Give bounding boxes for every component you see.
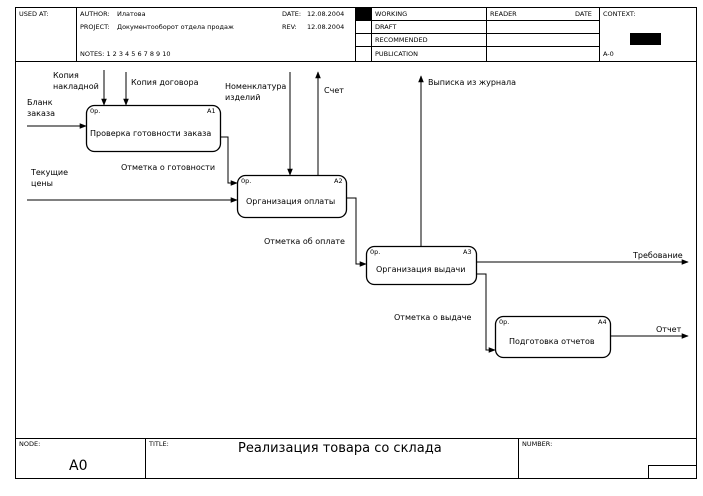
label-kopiya-nakladnoy: Копия накладной [53, 71, 99, 91]
label-otchet: Отчет [656, 325, 682, 334]
author-value: Илатова [117, 10, 146, 18]
context-label: CONTEXT: [603, 10, 636, 18]
box-a1-number: A1 [207, 107, 216, 115]
date-label: DATE: [282, 10, 302, 18]
label-otmetka-gotovnosti: Отметка о готовности [121, 163, 216, 172]
notes: NOTES: 1 2 3 4 5 6 7 8 9 10 [80, 50, 171, 58]
box-a2-number: A2 [334, 177, 343, 185]
box-a3-name: Организация выдачи [376, 265, 466, 274]
label-trebovanie: Требование [633, 251, 683, 260]
reader-label: READER [490, 10, 517, 18]
box-a4-cost: 0р. [499, 318, 510, 326]
box-a4-number: A4 [598, 318, 607, 326]
rev-value: 12.08.2004 [307, 23, 345, 31]
box-a3-number: A3 [463, 248, 472, 256]
reader-date-label: DATE [575, 10, 592, 18]
number-label: NUMBER: [522, 440, 553, 448]
arrow-otmetka-oplate [346, 197, 367, 267]
arrow-otmetka-gotovnosti [220, 136, 238, 186]
project-value: Документооборот отдела продаж [117, 23, 234, 31]
label-otmetka-oplate: Отметка об оплате [264, 237, 345, 246]
label-schet: Счет [324, 86, 344, 95]
project-label: PROJECT: [80, 23, 110, 31]
working-status-marker [356, 7, 372, 21]
date-value: 12.08.2004 [307, 10, 345, 18]
diagram-title: Реализация товара со склада [238, 441, 442, 456]
rev-label: REV: [282, 23, 297, 31]
node-label: NODE: [19, 440, 41, 448]
arrow-otmetka-vydache [476, 273, 496, 353]
box-a2-cost: 0р. [241, 177, 252, 185]
label-vypiska: Выписка из журнала [428, 78, 517, 87]
node-value: A0 [69, 458, 88, 474]
author-label: AUTHOR: [80, 10, 110, 18]
box-a1-name: Проверка готовности заказа [90, 129, 212, 138]
label-kopiya-dogovora: Копия договора [131, 78, 199, 87]
box-a3-cost: 0р. [370, 248, 381, 256]
box-a1-cost: 0р. [90, 107, 101, 115]
label-tekushchie-tseny: Текущие цены [31, 168, 69, 188]
title-label: TITLE: [149, 440, 169, 448]
status-publication: PUBLICATION [375, 50, 419, 58]
activity-box-a4[interactable] [494, 315, 612, 359]
status-draft: DRAFT [375, 23, 397, 31]
status-working: WORKING [375, 10, 408, 18]
label-nomenklatura: Номенклатура изделий [225, 82, 287, 102]
box-a4-name: Подготовка отчетов [509, 337, 595, 346]
status-recommended: RECOMMENDED [375, 36, 428, 44]
context-node: A-0 [603, 50, 614, 58]
label-blank-zakaza: Бланк заказа [27, 98, 56, 118]
box-a2-name: Организация оплаты [246, 197, 336, 206]
label-otmetka-vydache: Отметка о выдаче [394, 313, 472, 322]
context-thumbnail [630, 33, 661, 45]
used-at-label: USED AT: [19, 10, 49, 18]
